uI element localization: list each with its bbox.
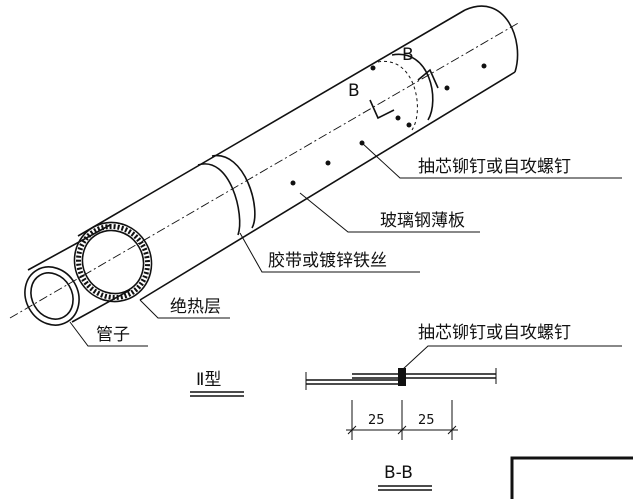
label-rivet-detail: 抽芯铆钉或自攻螺钉 (418, 323, 571, 343)
type-title: Ⅱ型 (196, 370, 221, 390)
section-frame (510, 456, 633, 499)
leader-lines (69, 142, 622, 347)
label-rivet-top: 抽芯铆钉或自攻螺钉 (418, 157, 571, 177)
label-pipe: 管子 (96, 325, 130, 345)
label-frp-sheet: 玻璃钢薄板 (380, 211, 465, 231)
section-mark-right: B (402, 45, 414, 65)
section-mark-left: B (348, 81, 360, 101)
section-title: B-B (384, 463, 413, 483)
section-marker-left: B (348, 81, 395, 120)
dimension-lines: 25 25 (346, 400, 458, 440)
section-marker-right: B (402, 45, 439, 89)
lap-joint-detail: 抽芯铆钉或自攻螺钉 (305, 323, 622, 390)
dim-right: 25 (418, 413, 435, 428)
pipe-centerline (9, 21, 521, 319)
section-ring (377, 53, 434, 131)
label-tape-wire: 胶带或镀锌铁丝 (268, 251, 387, 271)
dim-left: 25 (368, 413, 385, 428)
rivet-dots (290, 63, 487, 186)
outer-jacket (77, 5, 519, 301)
band-ring (197, 155, 256, 236)
pipe-body (24, 224, 131, 326)
label-insulation: 绝热层 (170, 297, 221, 317)
